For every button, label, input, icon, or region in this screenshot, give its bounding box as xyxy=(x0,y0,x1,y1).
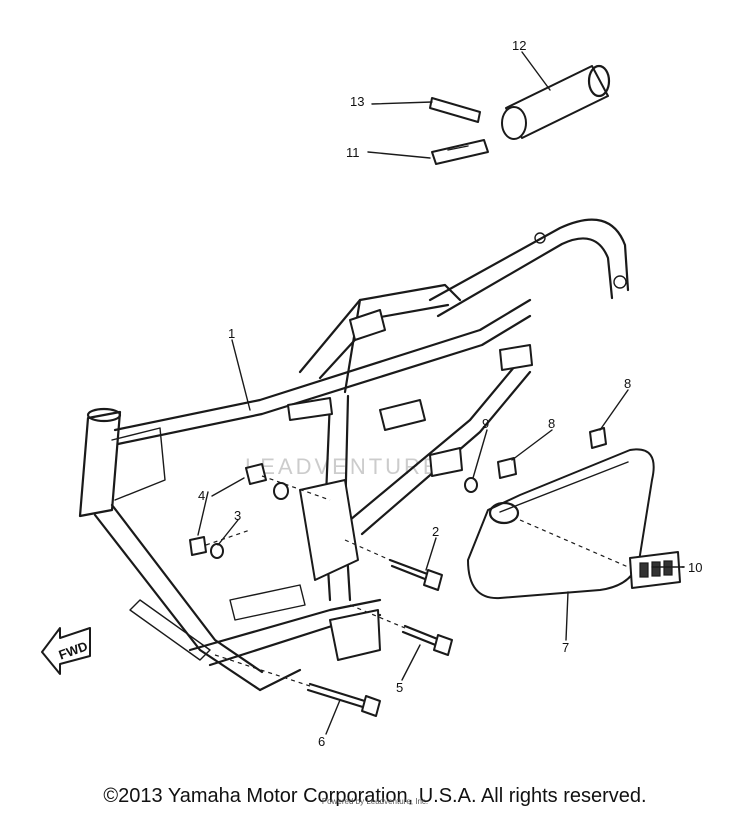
part-11-pad[interactable] xyxy=(431,139,489,165)
callout-4: 4 xyxy=(198,488,205,503)
part-2-bolt[interactable] xyxy=(388,558,443,591)
callout-1: 1 xyxy=(228,326,235,341)
part-8-grommet[interactable] xyxy=(497,427,607,479)
leader-lines xyxy=(197,51,685,735)
part-9-grommet[interactable] xyxy=(464,477,478,493)
frame[interactable] xyxy=(78,218,630,692)
callout-11: 11 xyxy=(346,145,360,160)
credit-notice: Powered by Leadventure, Inc. xyxy=(321,797,429,806)
callout-5: 5 xyxy=(396,680,403,695)
callout-7: 7 xyxy=(562,640,569,655)
part-7-side-cover[interactable] xyxy=(467,448,655,600)
callout-6: 6 xyxy=(318,734,325,749)
part-6-bolt[interactable] xyxy=(306,682,381,717)
part-12-sleeve[interactable] xyxy=(501,64,611,140)
callout-8b: 8 xyxy=(548,416,555,431)
callout-8a: 8 xyxy=(624,376,631,391)
part-13-bracket[interactable] xyxy=(429,97,481,123)
part-4-nut[interactable] xyxy=(189,463,267,556)
callout-13: 13 xyxy=(350,94,364,109)
callout-12: 12 xyxy=(512,38,526,53)
part-10-emblem[interactable] xyxy=(629,551,681,589)
copyright-notice: ©2013 Yamaha Motor Corporation, U.S.A. A… xyxy=(103,785,647,807)
callout-9: 9 xyxy=(482,416,489,431)
part-5-bolt[interactable] xyxy=(401,624,453,656)
callout-10: 10 xyxy=(688,560,702,575)
watermark: LEADVENTURE xyxy=(245,454,441,479)
part-3-washer[interactable] xyxy=(210,482,289,559)
callout-3: 3 xyxy=(234,508,241,523)
callout-2: 2 xyxy=(432,524,439,539)
fwd-arrow-icon: FWD xyxy=(41,627,91,675)
